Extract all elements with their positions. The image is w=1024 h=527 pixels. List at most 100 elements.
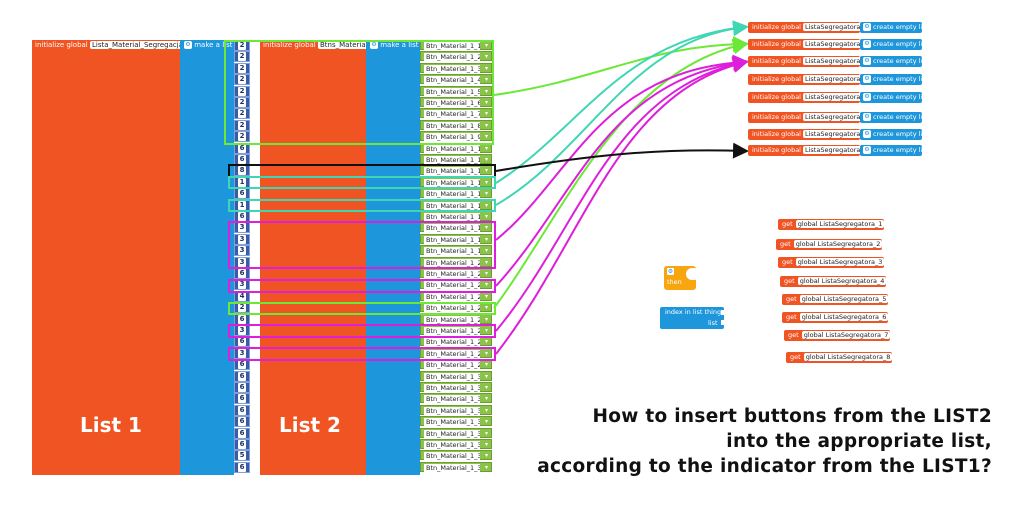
dropdown-arrow-icon[interactable]: ▾ bbox=[484, 463, 488, 471]
gear-icon[interactable]: ⚙ bbox=[863, 93, 871, 101]
dropdown-arrow-icon[interactable]: ▾ bbox=[484, 395, 488, 403]
button-component-item[interactable]: Btn_Material_1_7▾ bbox=[420, 108, 492, 119]
dropdown-arrow-icon[interactable]: ▾ bbox=[484, 384, 488, 391]
dropdown-arrow-icon[interactable]: ▾ bbox=[484, 133, 488, 141]
button-component-item[interactable]: Btn_Material_1_38▾ bbox=[420, 461, 492, 472]
get-variable-name[interactable]: global ListaSegregatora_8 bbox=[803, 353, 893, 361]
indicator-item[interactable]: 6 bbox=[234, 416, 250, 428]
gear-icon[interactable]: ⚙ bbox=[863, 146, 871, 154]
dropdown-arrow-icon[interactable]: ▾ bbox=[484, 224, 488, 232]
indicator-item[interactable]: 2 bbox=[234, 97, 250, 108]
create-empty-list-block[interactable]: ⚙create empty list bbox=[860, 92, 928, 103]
list2-make-list-block[interactable] bbox=[366, 40, 420, 475]
indicator-item[interactable]: 6 bbox=[234, 404, 250, 416]
gear-icon[interactable]: ⚙ bbox=[370, 41, 378, 49]
button-component-item[interactable]: Btn_Material_1_18▾ bbox=[420, 233, 492, 244]
gear-icon[interactable]: ⚙ bbox=[863, 130, 871, 138]
button-component-item[interactable]: Btn_Material_1_33▾ bbox=[420, 404, 492, 415]
indicator-item[interactable]: 5 bbox=[234, 450, 250, 462]
indicator-item[interactable]: 6 bbox=[234, 427, 250, 439]
dropdown-arrow-icon[interactable]: ▾ bbox=[484, 327, 488, 334]
button-component-item[interactable]: Btn_Material_1_11▾ bbox=[420, 154, 492, 164]
dropdown-arrow-icon[interactable]: ▾ bbox=[484, 99, 488, 106]
button-component-item[interactable]: Btn_Material_1_6▾ bbox=[420, 97, 492, 107]
segregator-var-name[interactable]: ListaSegregatora_8 bbox=[802, 146, 870, 154]
button-component-item[interactable]: Btn_Material_1_19▾ bbox=[420, 245, 492, 256]
dropdown-arrow-icon[interactable]: ▾ bbox=[484, 110, 488, 118]
indicator-item[interactable]: 3 bbox=[234, 245, 250, 257]
button-component-item[interactable]: Btn_Material_1_36▾ bbox=[420, 439, 492, 449]
dropdown-arrow-icon[interactable]: ▾ bbox=[484, 258, 488, 266]
get-variable-name[interactable]: global ListaSegregatora_3 bbox=[795, 258, 885, 266]
button-component-item[interactable]: Btn_Material_1_4▾ bbox=[420, 74, 492, 85]
gear-icon[interactable]: ⚙ bbox=[863, 23, 871, 31]
dropdown-arrow-icon[interactable]: ▾ bbox=[484, 281, 488, 289]
get-variable-name[interactable]: global ListaSegregatora_6 bbox=[799, 313, 889, 321]
dropdown-arrow-icon[interactable]: ▾ bbox=[484, 441, 488, 448]
dropdown-arrow-icon[interactable]: ▾ bbox=[484, 270, 488, 277]
gear-icon[interactable]: ⚙ bbox=[863, 57, 871, 65]
indicator-item[interactable]: 2 bbox=[234, 74, 250, 86]
dropdown-arrow-icon[interactable]: ▾ bbox=[484, 315, 488, 323]
button-component-item[interactable]: Btn_Material_1_3▾ bbox=[420, 62, 492, 73]
gear-icon[interactable]: ⚙ bbox=[863, 75, 871, 83]
dropdown-arrow-icon[interactable]: ▾ bbox=[484, 292, 488, 300]
button-component-item[interactable]: Btn_Material_1_34▾ bbox=[420, 416, 492, 427]
dropdown-arrow-icon[interactable]: ▾ bbox=[484, 213, 488, 220]
indicator-item[interactable]: 6 bbox=[234, 382, 250, 393]
dropdown-arrow-icon[interactable]: ▾ bbox=[484, 349, 488, 357]
indicator-item[interactable]: 2 bbox=[234, 51, 250, 63]
list1-init-block[interactable] bbox=[32, 40, 180, 475]
segregator-var-name[interactable]: ListaSegregatora_7 bbox=[802, 130, 870, 138]
get-variable-name[interactable]: global ListaSegregatora_1 bbox=[795, 220, 885, 228]
button-component-item[interactable]: Btn_Material_1_32▾ bbox=[420, 393, 492, 404]
dropdown-arrow-icon[interactable]: ▾ bbox=[484, 121, 488, 129]
button-component-item[interactable]: Btn_Material_1_2▾ bbox=[420, 51, 492, 62]
dropdown-arrow-icon[interactable]: ▾ bbox=[484, 167, 488, 175]
create-empty-list-block[interactable]: ⚙create empty list bbox=[860, 56, 928, 67]
dropdown-arrow-icon[interactable]: ▾ bbox=[484, 156, 488, 163]
indicator-item[interactable]: 6 bbox=[234, 461, 250, 473]
indicator-item[interactable]: 6 bbox=[234, 370, 250, 382]
dropdown-arrow-icon[interactable]: ▾ bbox=[484, 429, 488, 437]
segregator-var-name[interactable]: ListaSegregatora_5 bbox=[802, 93, 870, 101]
get-variable-name[interactable]: global ListaSegregatora_5 bbox=[799, 295, 889, 303]
dropdown-arrow-icon[interactable]: ▾ bbox=[484, 42, 488, 49]
dropdown-arrow-icon[interactable]: ▾ bbox=[484, 406, 488, 414]
button-component-item[interactable]: Btn_Material_1_31▾ bbox=[420, 382, 492, 392]
indicator-item[interactable]: 3 bbox=[234, 233, 250, 245]
list2-init-block[interactable] bbox=[260, 40, 366, 475]
button-component-item[interactable]: Btn_Material_1_5▾ bbox=[420, 85, 492, 96]
button-component-item[interactable]: Btn_Material_1_9▾ bbox=[420, 131, 492, 142]
indicator-item[interactable]: 6 bbox=[234, 439, 250, 450]
create-empty-list-block[interactable]: ⚙create empty list bbox=[860, 112, 928, 123]
get-variable-name[interactable]: global ListaSegregatora_4 bbox=[797, 277, 887, 285]
gear-icon[interactable]: ⚙ bbox=[863, 113, 871, 121]
create-empty-list-block[interactable]: ⚙create empty list bbox=[860, 39, 928, 50]
get-variable-name[interactable]: global ListaSegregatora_2 bbox=[793, 240, 883, 248]
dropdown-arrow-icon[interactable]: ▾ bbox=[484, 178, 488, 186]
indicator-item[interactable]: 2 bbox=[234, 108, 250, 120]
list2-var-name[interactable]: Btns_Material bbox=[317, 41, 370, 49]
segregator-var-name[interactable]: ListaSegregatora_4 bbox=[802, 75, 870, 83]
button-component-item[interactable]: Btn_Material_1_20▾ bbox=[420, 256, 492, 267]
indicator-item[interactable]: 2 bbox=[234, 119, 250, 131]
indicator-item[interactable]: 2 bbox=[234, 85, 250, 97]
segregator-var-name[interactable]: ListaSegregatora_3 bbox=[802, 57, 870, 65]
indicator-item[interactable]: 6 bbox=[234, 393, 250, 405]
segregator-var-name[interactable]: ListaSegregatora_6 bbox=[802, 113, 870, 121]
create-empty-list-block[interactable]: ⚙create empty list bbox=[860, 22, 928, 33]
dropdown-arrow-icon[interactable]: ▾ bbox=[484, 361, 488, 369]
segregator-var-name[interactable]: ListaSegregatora_1 bbox=[802, 23, 870, 31]
dropdown-arrow-icon[interactable]: ▾ bbox=[484, 64, 488, 72]
dropdown-arrow-icon[interactable]: ▾ bbox=[484, 304, 488, 312]
dropdown-arrow-icon[interactable]: ▾ bbox=[484, 76, 488, 84]
create-empty-list-block[interactable]: ⚙create empty list bbox=[860, 74, 928, 85]
gear-icon[interactable]: ⚙ bbox=[863, 40, 871, 48]
